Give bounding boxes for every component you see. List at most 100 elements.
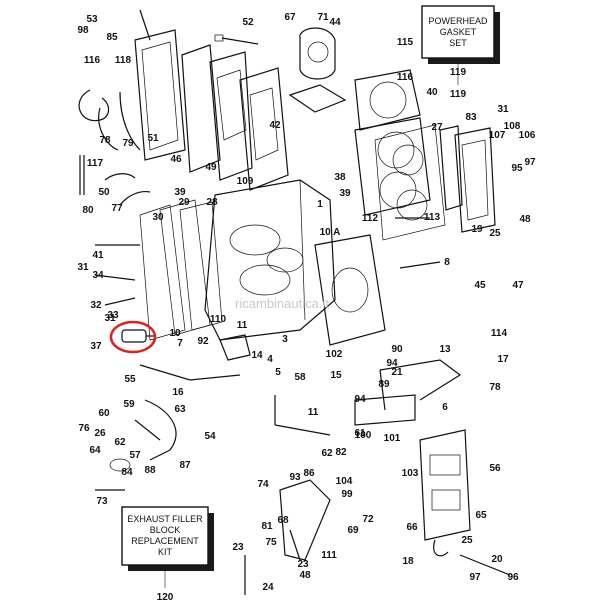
callout-label: 75 [265,537,277,548]
callout-label: 97 [469,572,481,583]
callout-label: 74 [257,479,269,490]
callout-label: 88 [144,465,156,476]
callout-label: 62 [114,437,126,448]
filler-kit-line-4: KIT [158,547,173,557]
callout-label: 84 [121,467,133,478]
callout-label: 6 [442,402,448,413]
callout-label: 11 [308,407,319,418]
callout-label: 116 [397,72,414,83]
callout-label: 5 [275,367,281,378]
callout-label: 14 [251,350,263,361]
gasket-kit-line-2: GASKET [440,27,477,37]
parts-artwork [78,9,511,595]
callout-label: 10 [169,328,181,339]
callout-label: 94 [354,394,366,405]
callout-label: 48 [299,570,311,581]
callout-label: 83 [465,112,477,123]
callout-label: 115 [397,37,414,48]
callout-label: 111 [321,550,337,561]
callout-label: 104 [336,476,353,487]
callout-label: 7 [177,338,183,349]
gasket-kit-ref: 119 [450,89,467,100]
callout-label: 39 [174,187,186,198]
callout-label: 113 [424,212,441,223]
callout-label: 25 [461,535,473,546]
callout-label: 8 [444,257,450,268]
callout-label: 19 [471,224,483,235]
callout-label: 18 [402,556,414,567]
callout-label: 30 [152,212,164,223]
filler-kit-ref: 120 [157,592,174,603]
callout-label: 117 [87,158,104,169]
callout-label: 92 [197,336,209,347]
callout-label: 26 [94,428,106,439]
callout-label: 29 [178,197,190,208]
callout-label: 94 [386,358,398,369]
callout-label: 87 [179,460,191,471]
callout-label: 47 [512,280,524,291]
callout-label: 109 [237,176,254,187]
callout-label: 97 [524,157,536,168]
callout-label: 62 [321,448,333,459]
callout-label: 48 [519,214,531,225]
callout-label: 40 [426,87,438,98]
callout-label: 42 [269,120,281,131]
callout-label: 86 [303,468,315,479]
callout-label: 31 [104,313,116,324]
callout-label: 110 [210,314,227,325]
callout-label: 52 [242,17,254,28]
callout-label: 71 [317,12,329,23]
callout-label: 72 [362,514,374,525]
callout-label: 65 [475,510,487,521]
callout-label: 79 [122,138,134,149]
callout-label: 31 [497,104,509,115]
callout-label: 102 [326,349,343,360]
callout-label: 118 [115,55,132,66]
callout-label: 119 [450,67,467,78]
callout-label: 103 [402,468,419,479]
callout-label: 37 [90,341,102,352]
callout-label: 64 [89,445,101,456]
callout-label: 41 [92,250,104,261]
callout-label: 39 [339,188,351,199]
callout-label: 11 [237,320,248,331]
callout-label: 68 [277,515,289,526]
callout-label: 67 [284,12,296,23]
callout-label: 112 [362,213,379,224]
gasket-kit-line-1: POWERHEAD [428,16,488,26]
callout-label: 85 [106,32,118,43]
callout-label: 77 [111,203,123,214]
callout-label: 4 [267,354,273,365]
callout-label: 33 [107,310,119,321]
callout-label: 59 [123,399,135,410]
filler-kit-line-1: EXHAUST FILLER [127,514,203,524]
callout-label: 96 [507,572,519,583]
callout-label: 63 [174,404,186,415]
callout-label: 16 [172,387,184,398]
callout-label: 93 [289,472,301,483]
watermark: ricambinautica.it [235,296,329,311]
filler-kit-line-3: REPLACEMENT [131,536,199,546]
callout-label: 38 [334,172,346,183]
callout-label: 108 [504,121,521,132]
callout-label: 51 [147,133,159,144]
kit-box-filler: EXHAUST FILLER BLOCK REPLACEMENT KIT 120 [121,506,214,603]
callout-label: 98 [77,25,89,36]
callout-label: 90 [391,344,403,355]
callout-label: 34 [92,270,104,281]
callout-label: 46 [170,154,182,165]
callout-label: 114 [491,328,508,339]
callout-label: 23 [297,559,309,570]
callout-label: 31 [77,262,89,273]
callout-label: 81 [261,521,273,532]
callout-label: 57 [129,450,141,461]
kit-box-gasket: POWERHEAD GASKET SET 119 [421,5,500,100]
callout-label: 82 [335,447,347,458]
callout-label: 66 [406,522,418,533]
callout-label: 20 [491,554,503,565]
callout-label: 45 [474,280,486,291]
callout-label: 28 [206,197,218,208]
callout-label: 15 [330,370,342,381]
callout-label: 56 [489,463,501,474]
